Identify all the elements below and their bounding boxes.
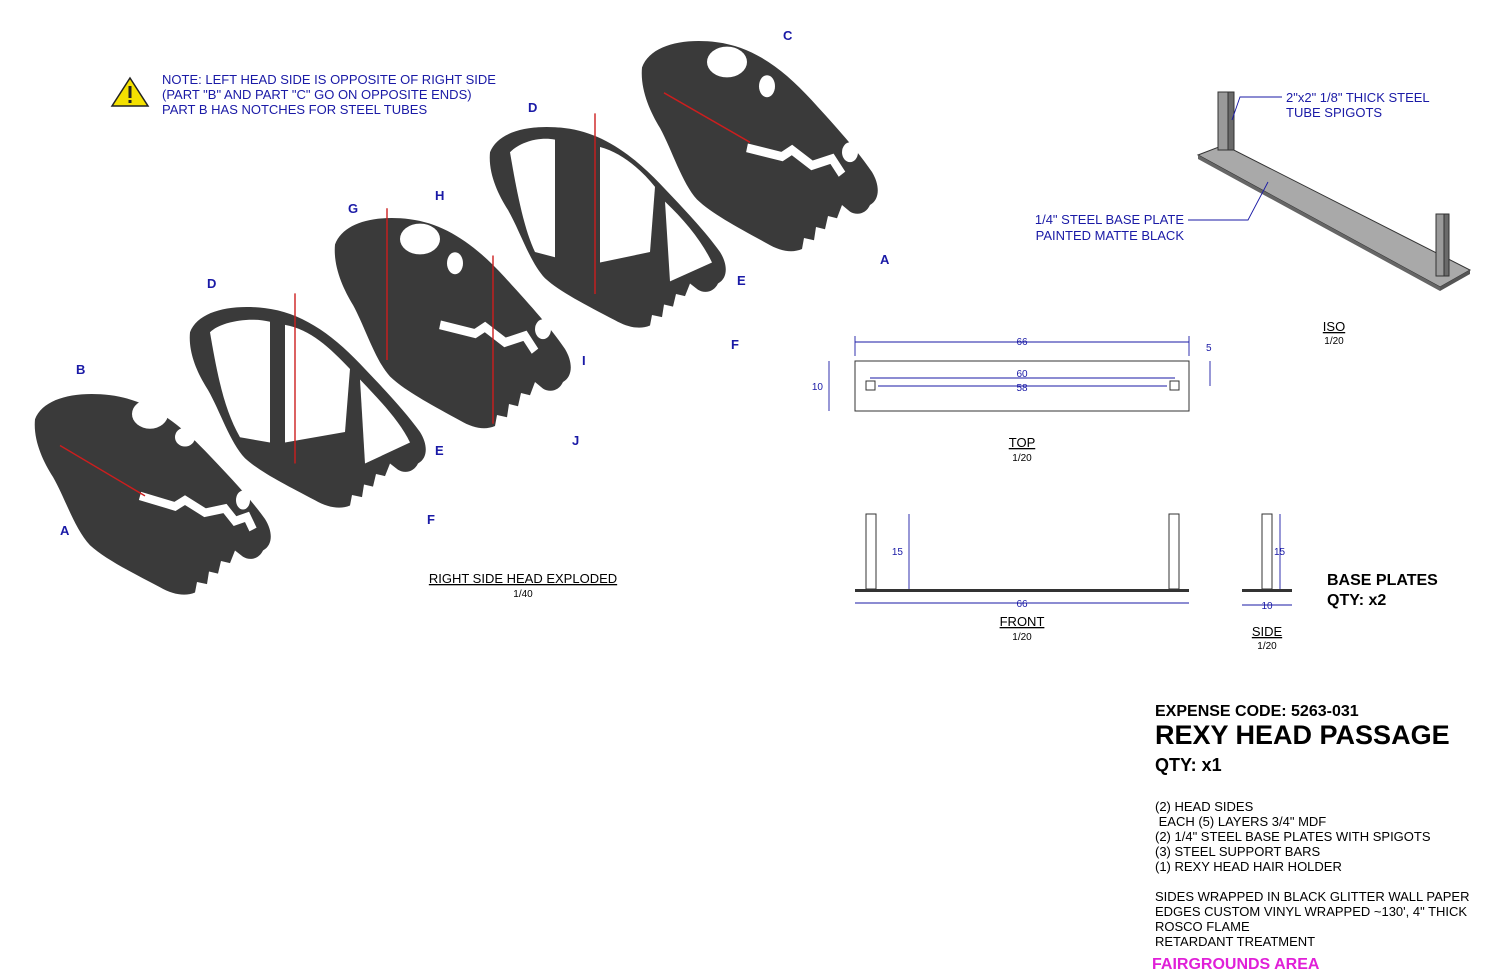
part-label-e-1: E (435, 443, 444, 458)
head-part-b (34, 393, 271, 595)
material-line-3: (2) 1/4" STEEL BASE PLATES WITH SPIGOTS (1155, 829, 1431, 844)
part-label-j: J (572, 433, 579, 448)
top-view-scale: 1/20 (1012, 453, 1032, 464)
material-line-5: (1) REXY HEAD HAIR HOLDER (1155, 859, 1342, 874)
top-view-title: TOP (1009, 435, 1036, 450)
part-label-d-2: D (528, 100, 537, 115)
area-label: FAIRGROUNDS AREA (1152, 956, 1320, 973)
finish-line-1: SIDES WRAPPED IN BLACK GLITTER WALL PAPE… (1155, 889, 1469, 904)
finish-line-4: RETARDANT TREATMENT (1155, 934, 1315, 949)
part-label-i: I (582, 353, 586, 368)
front-view-scale: 1/20 (1012, 632, 1032, 643)
front-dim-height: 15 (892, 547, 904, 558)
iso-base-plate (1196, 91, 1472, 291)
front-view (855, 513, 1189, 604)
iso-view-scale: 1/20 (1324, 336, 1344, 347)
finish-line-3: ROSCO FLAME (1155, 919, 1250, 934)
front-view-title: FRONT (1000, 614, 1045, 629)
iso-view-title: ISO (1323, 319, 1345, 334)
exploded-view-scale: 1/40 (513, 589, 533, 600)
top-dim-width: 10 (812, 382, 824, 393)
expense-code: EXPENSE CODE: 5263-031 (1155, 703, 1359, 720)
part-label-e-2: E (737, 273, 746, 288)
head-part-d-1 (189, 293, 426, 508)
part-label-c: C (783, 28, 793, 43)
part-label-a-1: A (60, 523, 70, 538)
part-label-d-1: D (207, 276, 216, 291)
material-line-4: (3) STEEL SUPPORT BARS (1155, 844, 1321, 859)
part-label-f-1: F (427, 512, 435, 527)
part-label-h: H (435, 188, 444, 203)
material-line-2: EACH (5) LAYERS 3/4" MDF (1155, 814, 1326, 829)
side-dim-width: 10 (1261, 601, 1273, 612)
top-view (828, 336, 1211, 412)
iso-plate-callout-2: PAINTED MATTE BLACK (1036, 228, 1185, 243)
base-plates-qty: QTY: x2 (1327, 592, 1386, 609)
side-dim-height: 15 (1274, 547, 1286, 558)
top-dim-inner-spacing: 58 (1016, 383, 1028, 394)
iso-plate-callout-1: 1/4" STEEL BASE PLATE (1035, 212, 1184, 227)
side-view-scale: 1/20 (1257, 641, 1277, 652)
head-part-c (641, 41, 878, 252)
base-plates-title: BASE PLATES (1327, 572, 1438, 589)
side-view-title: SIDE (1252, 624, 1283, 639)
finish-line-2: EDGES CUSTOM VINYL WRAPPED ~130', 4" THI… (1155, 904, 1467, 919)
note-line-1: NOTE: LEFT HEAD SIDE IS OPPOSITE OF RIGH… (162, 72, 496, 87)
part-label-a-2: A (880, 252, 890, 267)
iso-spigot-callout-1: 2"x2" 1/8" THICK STEEL (1286, 90, 1430, 105)
side-view (1242, 513, 1292, 606)
part-label-g: G (348, 201, 358, 216)
top-dim-length: 66 (1016, 337, 1028, 348)
exploded-view-title: RIGHT SIDE HEAD EXPLODED (429, 571, 617, 586)
top-dim-offset: 5 (1206, 343, 1212, 354)
part-label-b: B (76, 362, 85, 377)
note-line-3: PART B HAS NOTCHES FOR STEEL TUBES (162, 102, 427, 117)
project-qty: QTY: x1 (1155, 755, 1222, 775)
material-line-1: (2) HEAD SIDES (1155, 799, 1254, 814)
iso-spigot-callout-2: TUBE SPIGOTS (1286, 105, 1382, 120)
head-part-d-2 (489, 113, 726, 328)
part-label-f-2: F (731, 337, 739, 352)
warning-icon (110, 76, 150, 107)
head-part-g-h (334, 208, 571, 429)
note-line-2: (PART "B" AND PART "C" GO ON OPPOSITE EN… (162, 87, 472, 102)
front-dim-length: 66 (1016, 599, 1028, 610)
project-title: REXY HEAD PASSAGE (1155, 720, 1450, 750)
top-dim-outer-spacing: 60 (1016, 369, 1028, 380)
